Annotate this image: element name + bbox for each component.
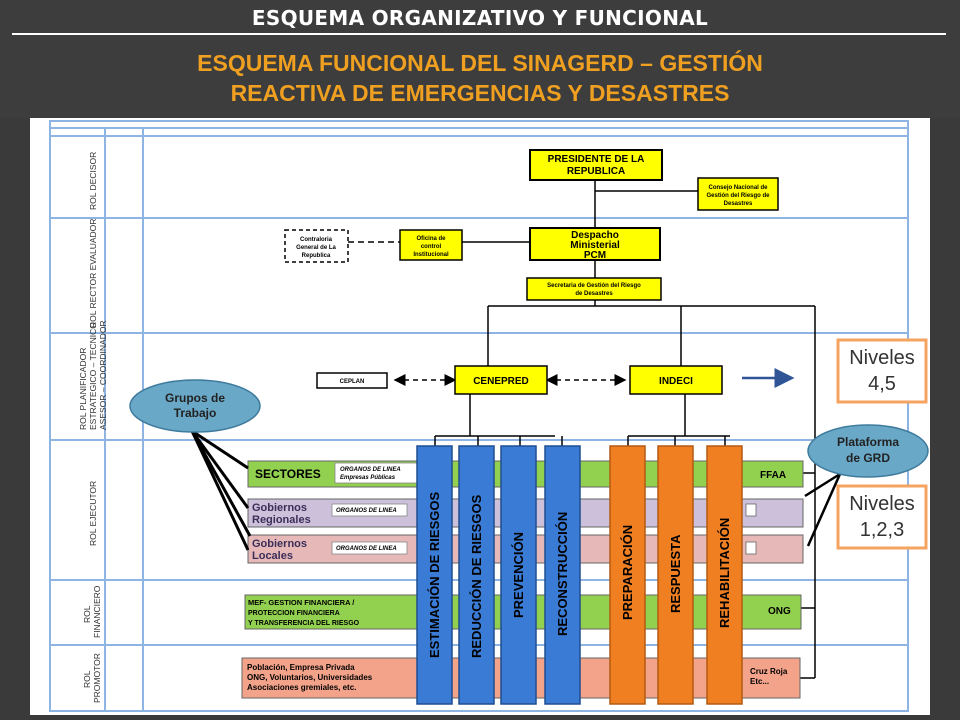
contraloria-label-3: Republica — [302, 253, 331, 259]
role-planificador-1: ROL PLANIFICADOR — [78, 348, 88, 430]
ceplan-label: CEPLAN — [340, 379, 365, 385]
role-promotor-1: ROL — [82, 670, 92, 688]
contraloria-box: Contraloria General de La Republica — [284, 229, 349, 263]
process-reconstruccion-label: RECONSTRUCCIÓN — [555, 512, 570, 636]
consejo-label-2: Gestión del Riesgo de — [706, 193, 770, 199]
slide-title: ESQUEMA ORGANIZATIVO Y FUNCIONAL — [251, 6, 709, 30]
contraloria-label-1: Contraloria — [300, 237, 333, 243]
role-rector: ROL RECTOR EVALUADOR — [88, 219, 98, 328]
niveles-top-value: 4,5 — [868, 373, 896, 395]
presidente-label-2: REPUBLICA — [567, 166, 625, 177]
process-estimacion-label: ESTIMACIÓN DE RIESGOS — [427, 492, 442, 658]
role-planificador-3: ASESOR – COORDINADOR — [98, 320, 108, 430]
consejo-box: Consejo Nacional de Gestión del Riesgo d… — [697, 177, 779, 211]
promotor-label-3: Asociaciones gremiales, etc. — [247, 683, 356, 692]
grupos-label-1: Grupos de — [165, 391, 225, 405]
subtitle-line-2: REACTIVA DE EMERGENCIAS Y DESASTRES — [230, 80, 730, 106]
plataforma-label-1: Plataforma — [837, 435, 899, 449]
role-labels: ROL DECISOR ROL RECTOR EVALUADOR ROL PLA… — [78, 152, 108, 703]
title-divider — [12, 33, 946, 35]
cruz-roja-label: Cruz Roja — [750, 667, 788, 676]
niveles-4-5-box: Niveles 4,5 — [836, 338, 928, 404]
process-preparacion-label: PREPARACIÓN — [620, 525, 635, 620]
cenepred-box: CENEPRED — [454, 365, 548, 395]
gob-loc-sub: ORGANOS DE LINEA — [336, 546, 397, 552]
grupos-callout-lines — [190, 429, 252, 551]
process-reduccion: REDUCCIÓN DE RIESGOS — [458, 445, 495, 705]
niveles-bottom-label: Niveles — [849, 493, 915, 515]
process-reduccion-label: REDUCCIÓN DE RIESGOS — [469, 494, 484, 658]
diagram-canvas: ROL DECISOR ROL RECTOR EVALUADOR ROL PLA… — [30, 118, 930, 715]
mef-label-2: PROTECCION FINANCIERA — [248, 610, 340, 617]
gob-loc-label-1: Gobiernos — [252, 538, 307, 550]
gob-reg-label-1: Gobiernos — [252, 502, 307, 514]
mef-label-1: MEF- GESTION FINANCIERA / — [248, 598, 355, 607]
niveles-1-2-3-box: Niveles 1,2,3 — [836, 484, 928, 550]
plataforma-grd-bubble: Plataforma de GRD — [807, 424, 929, 478]
despacho-label-1: Despacho — [571, 230, 619, 241]
presidente-label-1: PRESIDENTE DE LA — [548, 154, 645, 165]
sectores-sub-1: ORGANOS DE LINEA — [340, 467, 401, 473]
ceplan-box: CEPLAN — [316, 372, 388, 389]
ong-label: ONG — [768, 606, 791, 617]
niveles-top-label: Niveles — [849, 347, 915, 369]
subtitle-line-1: ESQUEMA FUNCIONAL DEL SINAGERD – GESTIÓN — [197, 50, 763, 76]
despacho-box: Despacho Ministerial PCM — [529, 227, 661, 261]
gob-loc-label-2: Locales — [252, 550, 293, 562]
process-respuesta: RESPUESTA — [657, 445, 694, 705]
slide-header: ESQUEMA ORGANIZATIVO Y FUNCIONAL ESQUEMA… — [0, 0, 960, 118]
promotor-label-1: Población, Empresa Privada — [247, 663, 355, 672]
presidente-box: PRESIDENTE DE LA REPUBLICA — [529, 149, 663, 181]
grupos-label-2: Trabajo — [174, 406, 217, 420]
plataforma-label-2: de GRD — [846, 451, 890, 465]
plataforma-callout-lines — [804, 472, 842, 547]
process-respuesta-label: RESPUESTA — [668, 534, 683, 613]
gob-reg-sub: ORGANOS DE LINEA — [336, 508, 397, 514]
oficina-label-2: control — [421, 244, 442, 250]
role-ejecutor: ROL EJECUTOR — [88, 481, 98, 546]
process-reconstruccion: RECONSTRUCCIÓN — [544, 445, 581, 705]
oficina-label-1: Oficina de — [416, 236, 446, 242]
consejo-label-1: Consejo Nacional de — [708, 185, 768, 191]
process-prevencion-label: PREVENCIÓN — [511, 532, 526, 618]
role-promotor-2: PROMOTOR — [92, 653, 102, 703]
secretaria-label-2: de Desastres — [575, 291, 613, 297]
process-estimacion: ESTIMACIÓN DE RIESGOS — [416, 445, 453, 705]
cenepred-label: CENEPRED — [473, 376, 529, 387]
sectores-sub-2: Empresas Públicas — [340, 475, 396, 481]
ffaa-label: FFAA — [760, 470, 786, 481]
role-decisor: ROL DECISOR — [88, 152, 98, 210]
contraloria-label-2: General de La — [296, 245, 336, 251]
oficina-label-3: Institucional — [413, 252, 449, 258]
sinagerd-diagram: ROL DECISOR ROL RECTOR EVALUADOR ROL PLA… — [49, 120, 929, 712]
promotor-label-2: ONG, Voluntarios, Universidades — [247, 673, 373, 682]
process-rehabilitacion-label: REHABILITACIÓN — [717, 518, 732, 628]
process-rehabilitacion: REHABILITACIÓN — [706, 445, 743, 705]
oficina-box: Oficina de control Institucional — [399, 229, 463, 261]
secretaria-label-1: Secretaria de Gestión del Riesgo — [547, 283, 641, 289]
gob-reg-label-2: Regionales — [252, 514, 311, 526]
secretaria-box: Secretaria de Gestión del Riesgo de Desa… — [526, 277, 662, 301]
process-prevencion: PREVENCIÓN — [500, 445, 537, 705]
despacho-label-2: Ministerial — [570, 240, 620, 251]
despacho-label-3: PCM — [584, 250, 606, 261]
sectores-label: SECTORES — [255, 467, 321, 481]
etc-label: Etc... — [750, 677, 769, 686]
connectors — [434, 180, 816, 679]
role-planificador-2: ESTRATEGICO – TECNICO — [88, 322, 98, 430]
grupos-de-trabajo-bubble: Grupos de Trabajo — [129, 379, 261, 433]
indeci-label: INDECI — [659, 376, 693, 387]
role-financiero-2: FINANCIERO — [92, 585, 102, 638]
consejo-label-3: Desastres — [724, 201, 753, 207]
diagram-subtitle: ESQUEMA FUNCIONAL DEL SINAGERD – GESTIÓN… — [0, 48, 960, 108]
niveles-bottom-value: 1,2,3 — [860, 519, 904, 541]
process-preparacion: PREPARACIÓN — [609, 445, 646, 705]
indeci-box: INDECI — [629, 365, 723, 395]
role-financiero-1: ROL — [82, 605, 92, 623]
mef-label-3: Y TRANSFERENCIA DEL RIESGO — [248, 620, 360, 627]
